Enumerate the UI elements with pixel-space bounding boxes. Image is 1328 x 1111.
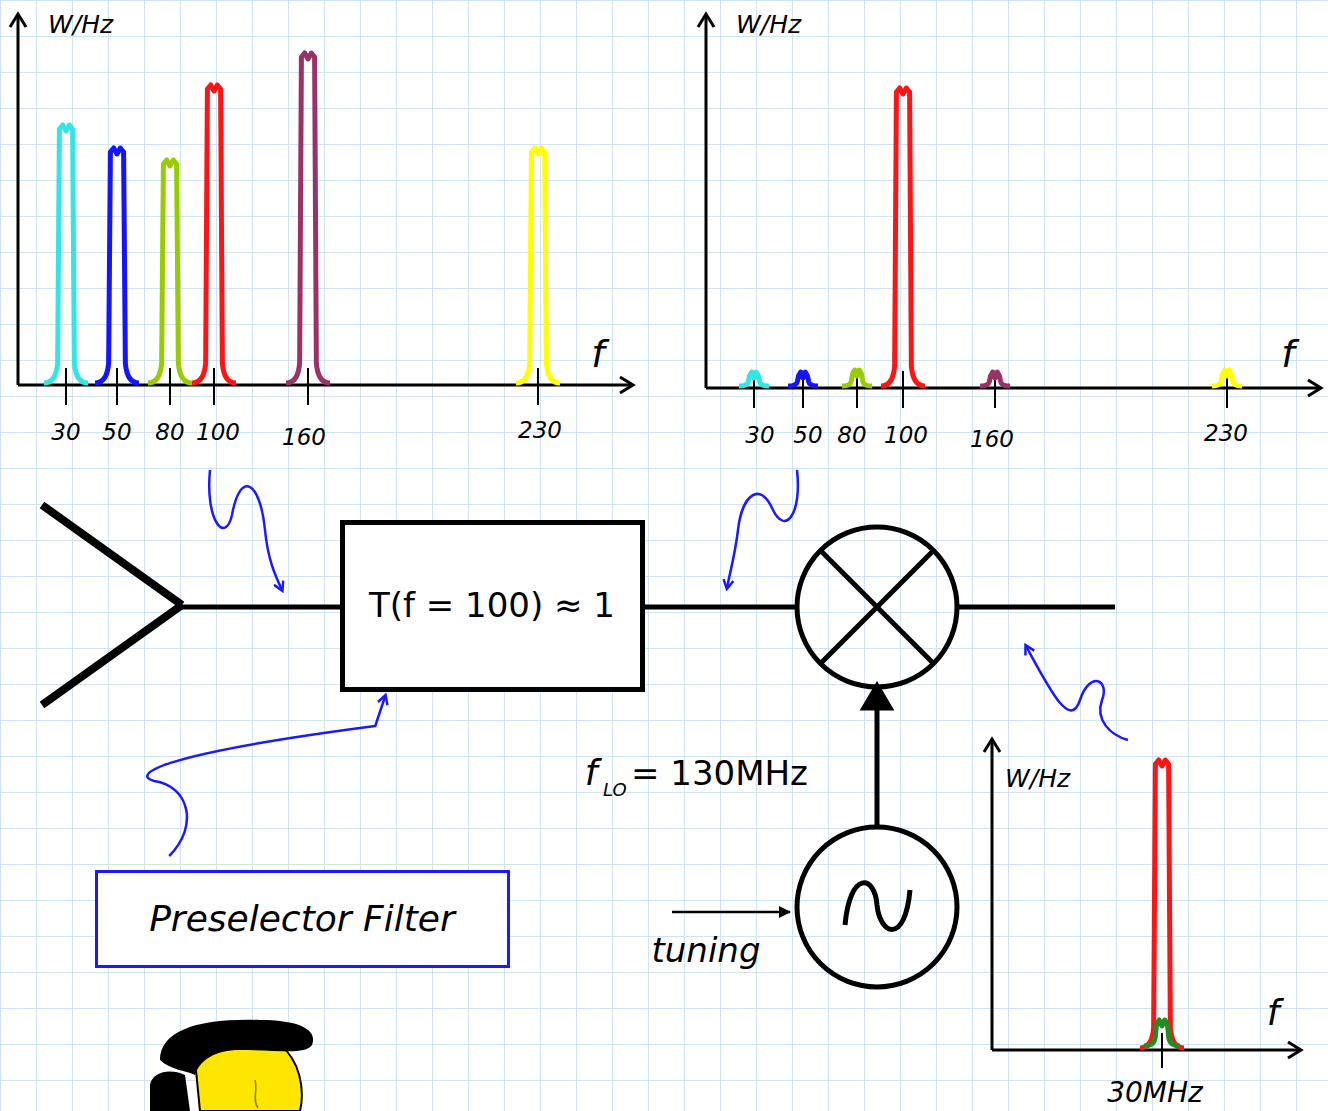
node-text: Preselector Filter [149, 899, 455, 939]
tick-label: 50 [793, 424, 822, 447]
tick-label: 230 [518, 419, 562, 442]
oscillator-symbol [797, 686, 957, 987]
tick-label: f [1281, 335, 1294, 373]
mixer-symbol [797, 527, 957, 687]
axis-label: 30MHz [1107, 1079, 1203, 1107]
tick-label: 230 [1204, 422, 1248, 445]
axis-label: W/Hz [48, 12, 113, 37]
tick-label: 80 [837, 424, 866, 447]
plot-axes [10, 14, 1321, 1058]
tick-label: 80 [155, 421, 184, 444]
wires [180, 605, 1115, 610]
axis-label: W/Hz [1005, 766, 1070, 791]
tick-label: 30 [745, 424, 774, 447]
tick-label: W/Hz [736, 12, 801, 37]
cartoon-character [150, 1020, 313, 1111]
spectrum-peaks [44, 53, 1242, 1048]
callout-arrows [209, 470, 1128, 740]
tick-label: 160 [970, 428, 1014, 451]
antenna [42, 505, 182, 705]
tick-label: 30 [51, 421, 80, 444]
axis-label: tuning [651, 933, 760, 967]
axis-label: f [1267, 995, 1280, 1031]
axis-label: f [585, 755, 598, 791]
axis-label: f [591, 335, 604, 373]
callout-connector [147, 696, 385, 856]
axis-label: = 130MHz [631, 756, 808, 790]
tick-label: 100 [884, 424, 928, 447]
filter-box: T(f = 100) ≈ 1 [340, 520, 645, 692]
tick-marks [66, 368, 1227, 1068]
node-text: T(f = 100) ≈ 1 [369, 587, 615, 624]
tuning-arrow [672, 912, 790, 913]
tick-label: 100 [196, 421, 240, 444]
subscript-label: LO [603, 781, 627, 799]
tick-label: 160 [282, 426, 326, 449]
tick-label: 50 [102, 421, 131, 444]
callout-box: Preselector Filter [95, 870, 510, 968]
